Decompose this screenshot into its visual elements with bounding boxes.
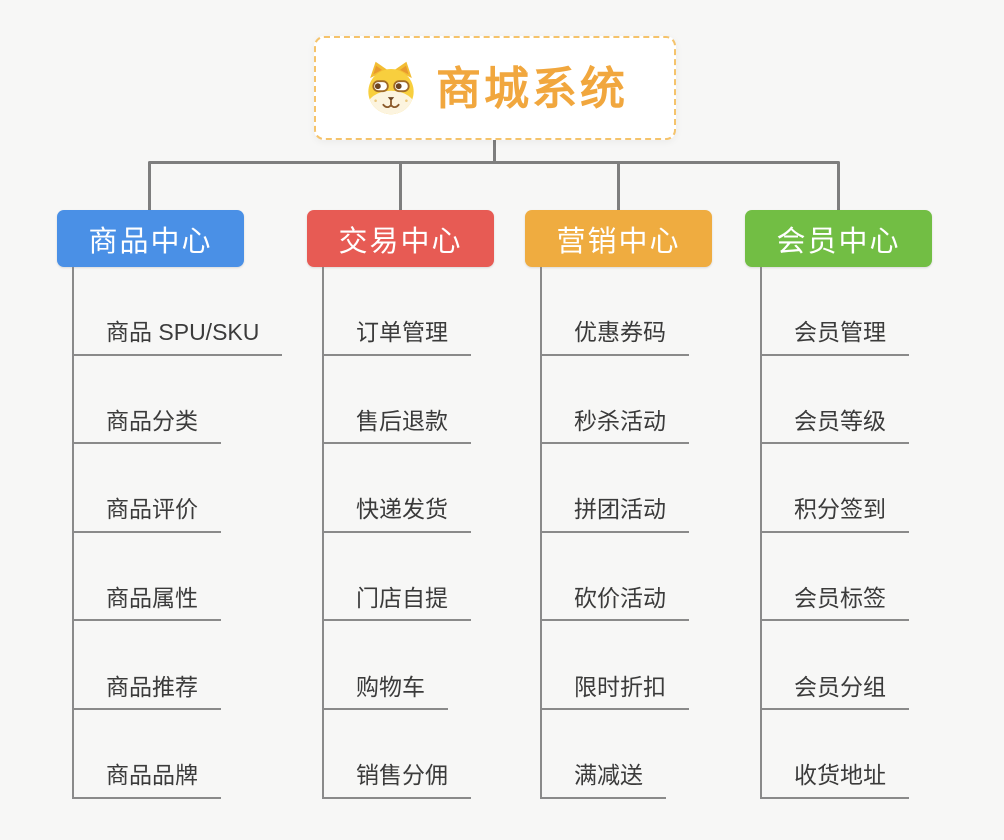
connector-drop <box>399 162 402 210</box>
leaf-node[interactable]: 收货地址 <box>760 710 909 799</box>
root-node-mall-system[interactable]: 商城系统 <box>314 36 676 140</box>
connector-drop <box>837 162 840 210</box>
leaf-node[interactable]: 秒杀活动 <box>540 356 689 445</box>
leaf-node[interactable]: 商品推荐 <box>72 621 221 710</box>
connector-root-stub <box>493 139 496 163</box>
leaf-node[interactable]: 门店自提 <box>322 533 471 622</box>
connector-drop <box>148 162 151 210</box>
leaf-node[interactable]: 会员分组 <box>760 621 909 710</box>
branch-node-member-center[interactable]: 会员中心 <box>745 210 932 267</box>
leaf-node[interactable]: 订单管理 <box>322 267 471 356</box>
leaf-node[interactable]: 快递发货 <box>322 444 471 533</box>
leaf-node[interactable]: 商品 SPU/SKU <box>72 267 283 356</box>
leaf-node[interactable]: 会员等级 <box>760 356 909 445</box>
leaf-node[interactable]: 商品属性 <box>72 533 221 622</box>
leaf-node[interactable]: 购物车 <box>322 621 448 710</box>
leaf-node[interactable]: 积分签到 <box>760 444 909 533</box>
leaf-node[interactable]: 会员管理 <box>760 267 909 356</box>
leaf-column-marketing: 优惠券码 秒杀活动 拼团活动 砍价活动 限时折扣 满减送 <box>540 267 689 799</box>
leaf-column-member: 会员管理 会员等级 积分签到 会员标签 会员分组 收货地址 <box>760 267 909 799</box>
leaf-column-trade: 订单管理 售后退款 快递发货 门店自提 购物车 销售分佣 <box>322 267 471 799</box>
leaf-node[interactable]: 砍价活动 <box>540 533 689 622</box>
leaf-node[interactable]: 商品品牌 <box>72 710 221 799</box>
branch-node-product-center[interactable]: 商品中心 <box>57 210 244 267</box>
connector-drop <box>617 162 620 210</box>
leaf-node[interactable]: 销售分佣 <box>322 710 471 799</box>
leaf-column-product: 商品 SPU/SKU 商品分类 商品评价 商品属性 商品推荐 商品品牌 <box>72 267 283 799</box>
connector-bus <box>148 161 840 164</box>
leaf-node[interactable]: 商品分类 <box>72 356 221 445</box>
leaf-node[interactable]: 限时折扣 <box>540 621 689 710</box>
branch-node-marketing-center[interactable]: 营销中心 <box>525 210 712 267</box>
leaf-node[interactable]: 优惠券码 <box>540 267 689 356</box>
leaf-node[interactable]: 售后退款 <box>322 356 471 445</box>
branch-node-trade-center[interactable]: 交易中心 <box>307 210 494 267</box>
dog-face-icon <box>362 59 420 117</box>
leaf-node[interactable]: 拼团活动 <box>540 444 689 533</box>
leaf-node[interactable]: 满减送 <box>540 710 666 799</box>
root-node-label: 商城系统 <box>435 62 628 114</box>
leaf-node[interactable]: 商品评价 <box>72 444 221 533</box>
leaf-node[interactable]: 会员标签 <box>760 533 909 622</box>
